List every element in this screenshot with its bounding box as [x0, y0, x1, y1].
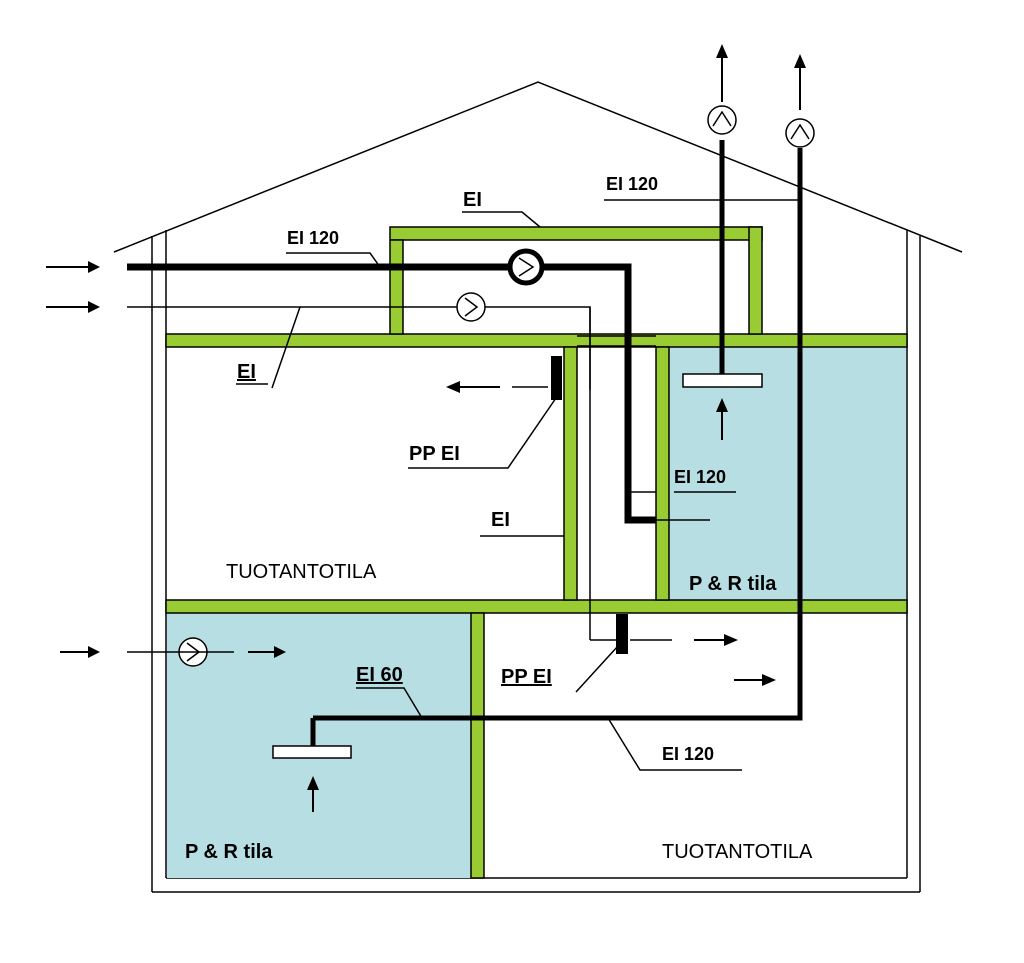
shaft-outline: [577, 335, 656, 493]
exhaust-grille-lower: [272, 745, 352, 759]
label-ei120-top-left: EI 120: [287, 228, 339, 248]
airflow-arrows: [46, 44, 806, 812]
fire-damper-upper: [551, 356, 562, 400]
duct-ei-upper: [127, 306, 591, 390]
roof-outline: [113, 81, 963, 253]
exhaust-grille-upper: [682, 373, 763, 388]
fire-damper-lower: [616, 614, 628, 654]
roof-enclosure-left: [389, 239, 404, 335]
label-ei120-lower: EI 120: [662, 744, 714, 764]
lower-partition: [470, 612, 485, 879]
roof-enclosure-top: [389, 226, 763, 241]
room-label-pr-lower: P & R tila: [185, 841, 273, 863]
label-ei-left-upper: EI: [237, 361, 256, 383]
right-partition-upper: [655, 346, 670, 601]
leader-lines: [236, 199, 800, 771]
label-ei120-top-right: EI 120: [606, 174, 658, 194]
fan-icon-exhaust-right: [785, 118, 815, 148]
room-label-tuotantotila-lower: TUOTANTOTILA: [662, 841, 813, 863]
left-partition-upper: [563, 346, 578, 601]
room-label-tuotantotila-upper: TUOTANTOTILA: [226, 561, 377, 583]
pr-room-upper-fill: [669, 347, 906, 600]
middle-floor-slab: [165, 599, 908, 614]
fan-icon-ei120: [507, 248, 545, 286]
fan-icon-ei: [456, 292, 486, 322]
label-ei-mid: EI: [491, 509, 510, 531]
fan-icon-exhaust-left: [707, 105, 737, 135]
label-ei-top: EI: [463, 189, 482, 211]
label-ei120-mid: EI 120: [674, 467, 726, 487]
label-pp-ei-upper: PP EI: [409, 443, 460, 465]
exhaust-riser-right: [313, 148, 803, 721]
upper-floor-slab: [165, 333, 908, 348]
label-pp-ei-lower: PP EI: [501, 666, 552, 688]
room-label-pr-upper: P & R tila: [689, 573, 777, 595]
label-ei60: EI 60: [356, 664, 403, 686]
roof-enclosure-right: [748, 226, 763, 335]
